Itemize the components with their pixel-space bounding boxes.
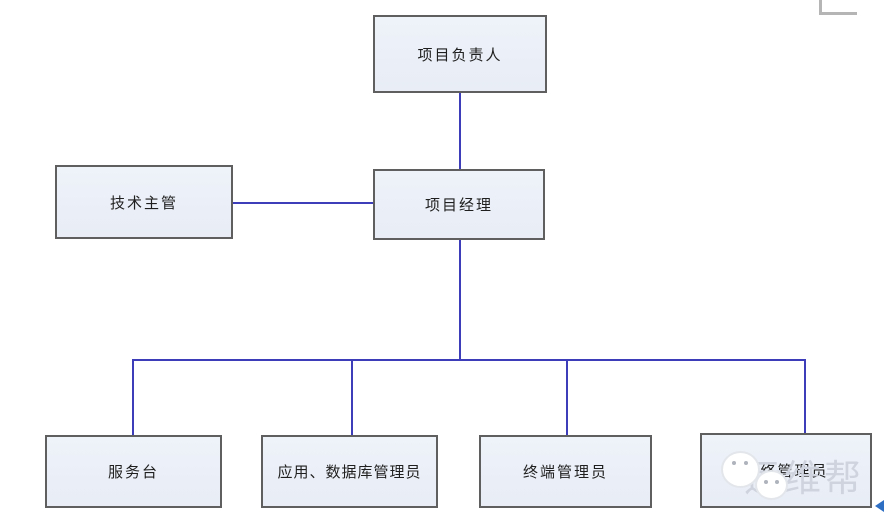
connector-bus [132,359,806,361]
connector-manager-to-bus [459,240,461,361]
node-terminal-admin: 终端管理员 [479,435,652,508]
node-project-manager: 项目经理 [373,169,545,240]
node-terminal-admin-label: 终端管理员 [522,465,608,481]
bubble-eye-icon [775,480,779,484]
connector-techsupervisor-to-manager [233,202,373,204]
node-tech-supervisor: 技术主管 [55,165,233,239]
node-app-db-admin: 应用、数据库管理员 [261,435,438,508]
node-project-leader: 项目负责人 [373,15,547,93]
left-arrow-icon [875,498,884,514]
frame-corner-mark-horizontal [819,12,857,15]
connector-drop-terminaladmin [566,359,568,437]
node-project-leader-label: 项目负责人 [417,47,503,64]
connector-drop-appdbadmin [351,359,353,437]
wechat-bubble-small-icon [755,470,788,500]
connector-leader-to-manager [459,93,461,170]
bubble-eye-icon [764,480,768,484]
bubble-eye-icon [732,461,736,465]
frame-corner-mark-vertical [819,0,822,15]
node-project-manager-label: 项目经理 [424,198,493,214]
node-service-desk: 服务台 [45,435,222,508]
connector-drop-networkadmin [804,359,806,435]
bubble-eye-icon [744,461,748,465]
connector-drop-servicedesk [132,359,134,437]
node-app-db-admin-label: 应用、数据库管理员 [277,465,422,481]
node-service-desk-label: 服务台 [107,465,159,481]
node-tech-supervisor-label: 技术主管 [109,195,178,212]
wechat-bubbles-icon [721,451,760,488]
